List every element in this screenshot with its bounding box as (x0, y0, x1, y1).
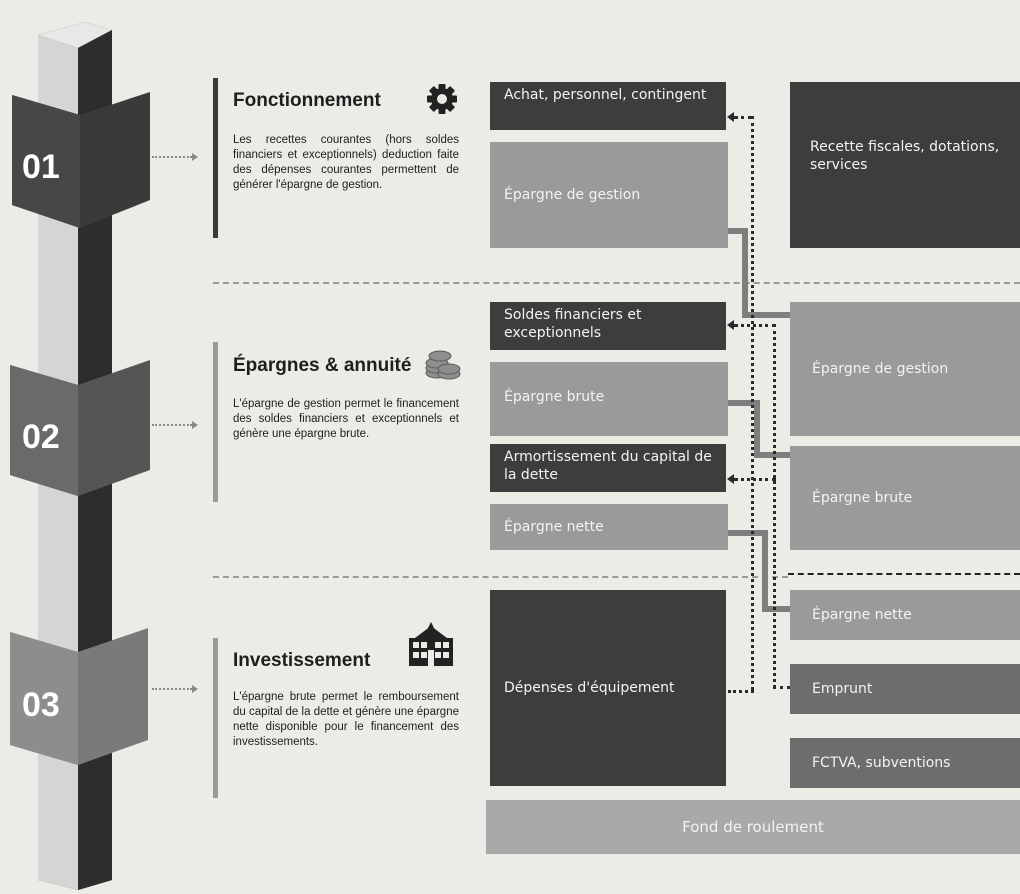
step-arrow-02 (152, 424, 192, 426)
step-arrow-03 (152, 688, 192, 690)
connector-nette-h2 (762, 606, 790, 612)
section-01-description: Les recettes courantes (hors soldes fina… (233, 134, 459, 191)
step-number-02: 02 (22, 418, 60, 456)
section-02-bar (213, 342, 218, 502)
block-epargne-gestion-left: Épargne de gestion (490, 142, 728, 248)
block-depenses-equipement: Dépenses d'équipement (490, 590, 726, 786)
section-02-description: L'épargne de gestion permet le financeme… (233, 398, 459, 440)
divider-2 (213, 576, 788, 578)
block-armortissement: Armortissement du capital de la dette (490, 444, 726, 492)
block-soldes-financiers: Soldes financiers et exceptionnels (490, 302, 726, 350)
connector-nette (728, 530, 768, 536)
flow-arrowhead-armortissement (727, 474, 734, 484)
block-epargne-nette-left: Épargne nette (490, 504, 728, 550)
block-epargne-brute-left: Épargne brute (490, 362, 728, 436)
block-fond-de-roulement: Fond de roulement (486, 800, 1020, 854)
connector-brute-h2 (754, 452, 790, 458)
building-icon (409, 622, 453, 666)
flow-dotted-line-a-top (734, 116, 752, 119)
section-01-title: Fonctionnement (233, 90, 381, 111)
step-arrowhead-03 (192, 685, 198, 693)
flow-dotted-line-a (751, 116, 754, 690)
flow-dotted-line-b-bottom (773, 686, 790, 689)
block-fctva-subventions: FCTVA, subventions (790, 738, 1020, 788)
section-03-bar (213, 638, 218, 798)
divider-2-right (788, 573, 1020, 575)
flow-dotted-line-b-top (734, 324, 776, 327)
block-epargne-brute-right: Épargne brute (790, 446, 1020, 550)
connector-brute (728, 400, 760, 406)
divider-1 (213, 282, 1020, 284)
block-achat-personnel: Achat, personnel, contingent (490, 82, 726, 130)
block-epargne-gestion-right: Épargne de gestion (790, 302, 1020, 436)
flow-arrowhead-soldes (727, 320, 734, 330)
section-02-title: Épargnes & annuité (233, 355, 412, 376)
connector-gestion-v (742, 228, 748, 318)
block-emprunt: Emprunt (790, 664, 1020, 714)
step-arrow-01 (152, 156, 192, 158)
section-01-bar (213, 78, 218, 238)
step-number-03: 03 (22, 686, 60, 724)
step-arrowhead-02 (192, 421, 198, 429)
connector-nette-v (762, 530, 768, 612)
gear-icon (427, 84, 457, 114)
step-number-01: 01 (22, 148, 60, 186)
section-03-description: L'épargne brute permet le remboursement … (233, 691, 459, 748)
step-arrowhead-01 (192, 153, 198, 161)
flow-dotted-line-b (773, 324, 776, 688)
flow-arrowhead-achat (727, 112, 734, 122)
connector-gestion-h2 (742, 312, 790, 318)
block-epargne-nette-right: Épargne nette (790, 590, 1020, 640)
flow-dotted-line-b-mid (734, 478, 776, 481)
pillar-illustration (10, 22, 150, 890)
section-03-title: Investissement (233, 650, 371, 671)
flow-dotted-line-a-bottom (728, 690, 754, 693)
connector-gestion (728, 228, 748, 234)
connector-brute-v (754, 400, 760, 458)
coins-icon (425, 350, 461, 380)
block-recette-fiscales: Recette fiscales, dotations, services (790, 82, 1020, 248)
